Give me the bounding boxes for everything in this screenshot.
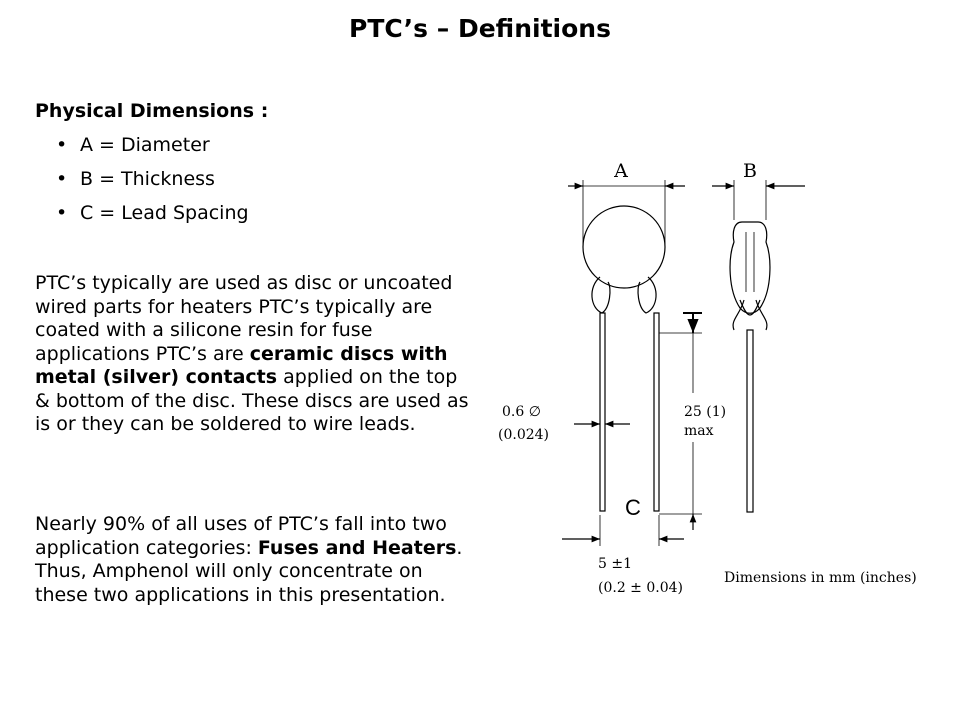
side-disc [729,221,771,314]
ptc-disc [582,205,666,289]
left-lead [599,312,606,512]
lead-length-max-label: max [684,423,714,439]
usage-text-1: PTC’s typically are used as disc or unco… [35,272,453,365]
left-lead-bulge [591,276,611,314]
page-title: PTC’s – Definitions [349,14,611,43]
list-item: • B = Thickness [56,165,249,199]
list-item-label: B = Thickness [80,168,215,190]
list-item: • A = Diameter [56,131,249,165]
front-view [562,180,702,546]
side-lead [746,329,754,513]
applications-paragraph: Nearly 90% of all uses of PTC’s fall int… [35,513,475,607]
applications-text-1: Nearly 90% of all uses of PTC’s fall int… [35,513,447,559]
side-view [712,180,805,513]
bullet-icon: • [56,168,68,190]
dimensions-list: • A = Diameter • B = Thickness • C = Lead S… [56,131,249,233]
usage-text-2: applied on the top & bottom of the disc.… [35,366,469,435]
dim-a-label: A [613,160,628,182]
ptc-dimension-diagram: A B C 0.6 ∅ (0.024) 25 (1) max 5 ±1 (0.2… [498,160,917,596]
units-note: Dimensions in mm (inches) [724,570,917,586]
bullet-icon: • [56,202,68,224]
usage-bold-text: ceramic discs with metal (silver) contac… [35,342,448,389]
list-item-label: A = Diameter [80,134,210,156]
physical-dimensions-heading: Physical Dimensions : [35,100,269,122]
dim-c-label: C [625,495,641,520]
lead-spacing-label: 5 ±1 [598,556,632,572]
applications-bold-text: Fuses and Heaters [257,536,457,559]
applications-text-2: . Thus, Amphenol will only concentrate o… [35,536,463,606]
list-item: • C = Lead Spacing [56,199,249,233]
lead-spacing-inches-label: (0.2 ± 0.04) [598,580,683,596]
lead-diameter-label: 0.6 ∅ [502,404,541,420]
bullet-icon: • [56,134,68,156]
list-item-label: C = Lead Spacing [80,202,249,224]
lead-length-label: 25 (1) [684,404,726,420]
right-lead [653,312,660,512]
right-lead-bulge [637,276,657,314]
dim-b-label: B [743,160,757,182]
usage-paragraph: PTC’s typically are used as disc or unco… [35,272,475,437]
lead-diameter-inches-label: (0.024) [498,427,549,443]
